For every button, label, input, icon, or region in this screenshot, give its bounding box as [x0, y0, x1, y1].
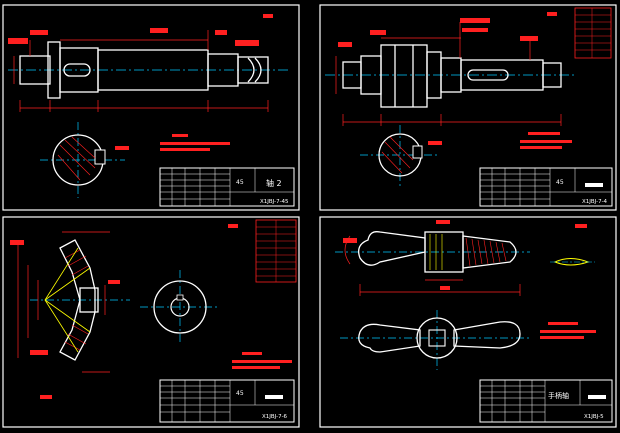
sheet-handle: 手柄轴 X1JBJ-5 [319, 216, 617, 428]
shaft-profile [342, 44, 562, 108]
sheet-shaft-1: 45 轴 2 X1JBJ-7-45 [2, 4, 300, 211]
dimension-lines [17, 231, 110, 373]
dimension-lines [335, 22, 562, 126]
sheet-shaft-2: 45 X1JBJ-7-4 [319, 4, 617, 211]
technical-notes [540, 322, 596, 339]
sheet-frame [2, 216, 300, 428]
spec-table [574, 7, 612, 59]
title-material: 45 [236, 179, 244, 186]
spec-table [255, 219, 297, 283]
dimension-lines [344, 235, 521, 296]
sheet-frame [319, 4, 617, 211]
shaft-profile [19, 41, 269, 99]
title-material: 45 [236, 390, 244, 397]
title-drawing-code: X1JBJ-7-45 [260, 199, 289, 205]
technical-notes [520, 132, 572, 149]
sheet-frame [2, 4, 300, 211]
technical-notes [160, 134, 230, 151]
title-part-name: 轴 2 [266, 178, 282, 188]
title-drawing-code: X1JBJ-7-6 [262, 414, 288, 420]
handle-front-view [340, 310, 530, 370]
title-block: 45 轴 2 X1JBJ-7-45 [159, 167, 295, 207]
gear-front-view [140, 270, 220, 345]
title-drawing-code: X1JBJ-7-4 [582, 199, 608, 205]
section-view [40, 122, 129, 198]
title-drawing-code: X1JBJ-5 [584, 414, 604, 420]
title-material: 45 [556, 179, 564, 186]
gear-section [59, 239, 99, 361]
handle-side-view [357, 231, 517, 273]
title-block: 45 X1JBJ-7-6 [159, 379, 295, 423]
sheet-frame [319, 216, 617, 428]
section-view [360, 125, 442, 188]
title-part-name: 手柄轴 [548, 391, 569, 400]
technical-notes [232, 352, 292, 369]
dimension-lines [13, 30, 269, 112]
title-block: 45 X1JBJ-7-4 [479, 167, 613, 207]
sheet-bevel-gear: 45 X1JBJ-7-6 [2, 216, 300, 428]
title-block: 手柄轴 X1JBJ-5 [479, 379, 613, 423]
